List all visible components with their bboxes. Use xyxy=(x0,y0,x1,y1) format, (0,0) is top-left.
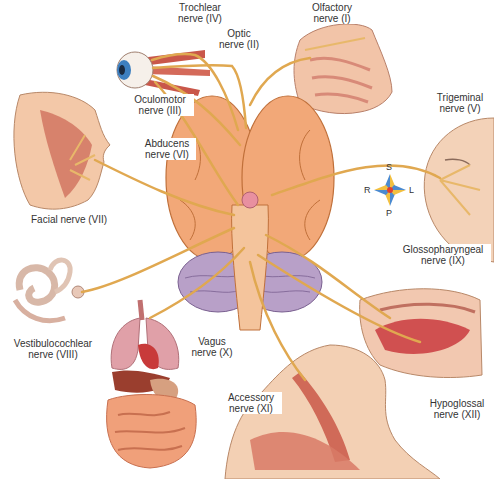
tongue-pharynx-figure xyxy=(360,289,482,378)
nerve-label: Vagus nerve (X) xyxy=(188,336,236,358)
nerve-label: Hypoglossal nerve (XII) xyxy=(424,398,490,420)
compass-letter: R xyxy=(364,185,371,195)
nerve-label: Olfactory nerve (I) xyxy=(302,2,362,24)
orientation-compass xyxy=(374,174,406,206)
nerve-label: Accessory nerve (XI) xyxy=(220,392,282,414)
face-profile-figure xyxy=(14,92,110,209)
face-front-figure xyxy=(424,118,494,262)
nerve-label: Facial nerve (VII) xyxy=(30,214,142,225)
inner-ear-figure xyxy=(15,260,84,321)
nerve-label: Vestibulocochlear nerve (VIII) xyxy=(4,338,102,360)
nerve-label: Trigeminal nerve (V) xyxy=(429,92,491,114)
nerve-label: Oculomotor nerve (III) xyxy=(126,94,194,116)
compass-letter: L xyxy=(409,185,414,195)
thoracic-abdominal-organs-figure xyxy=(107,300,197,468)
compass-letter: P xyxy=(386,208,392,218)
nasal-cavity-figure xyxy=(294,24,392,114)
nerve-label: Glossopharyngeal nerve (IX) xyxy=(395,244,491,266)
nerve-label: Abducens nerve (VI) xyxy=(138,138,196,160)
nerve-label: Optic nerve (II) xyxy=(214,28,264,50)
compass-letter: S xyxy=(386,162,392,172)
nerve-label: Trochlear nerve (IV) xyxy=(170,2,230,24)
